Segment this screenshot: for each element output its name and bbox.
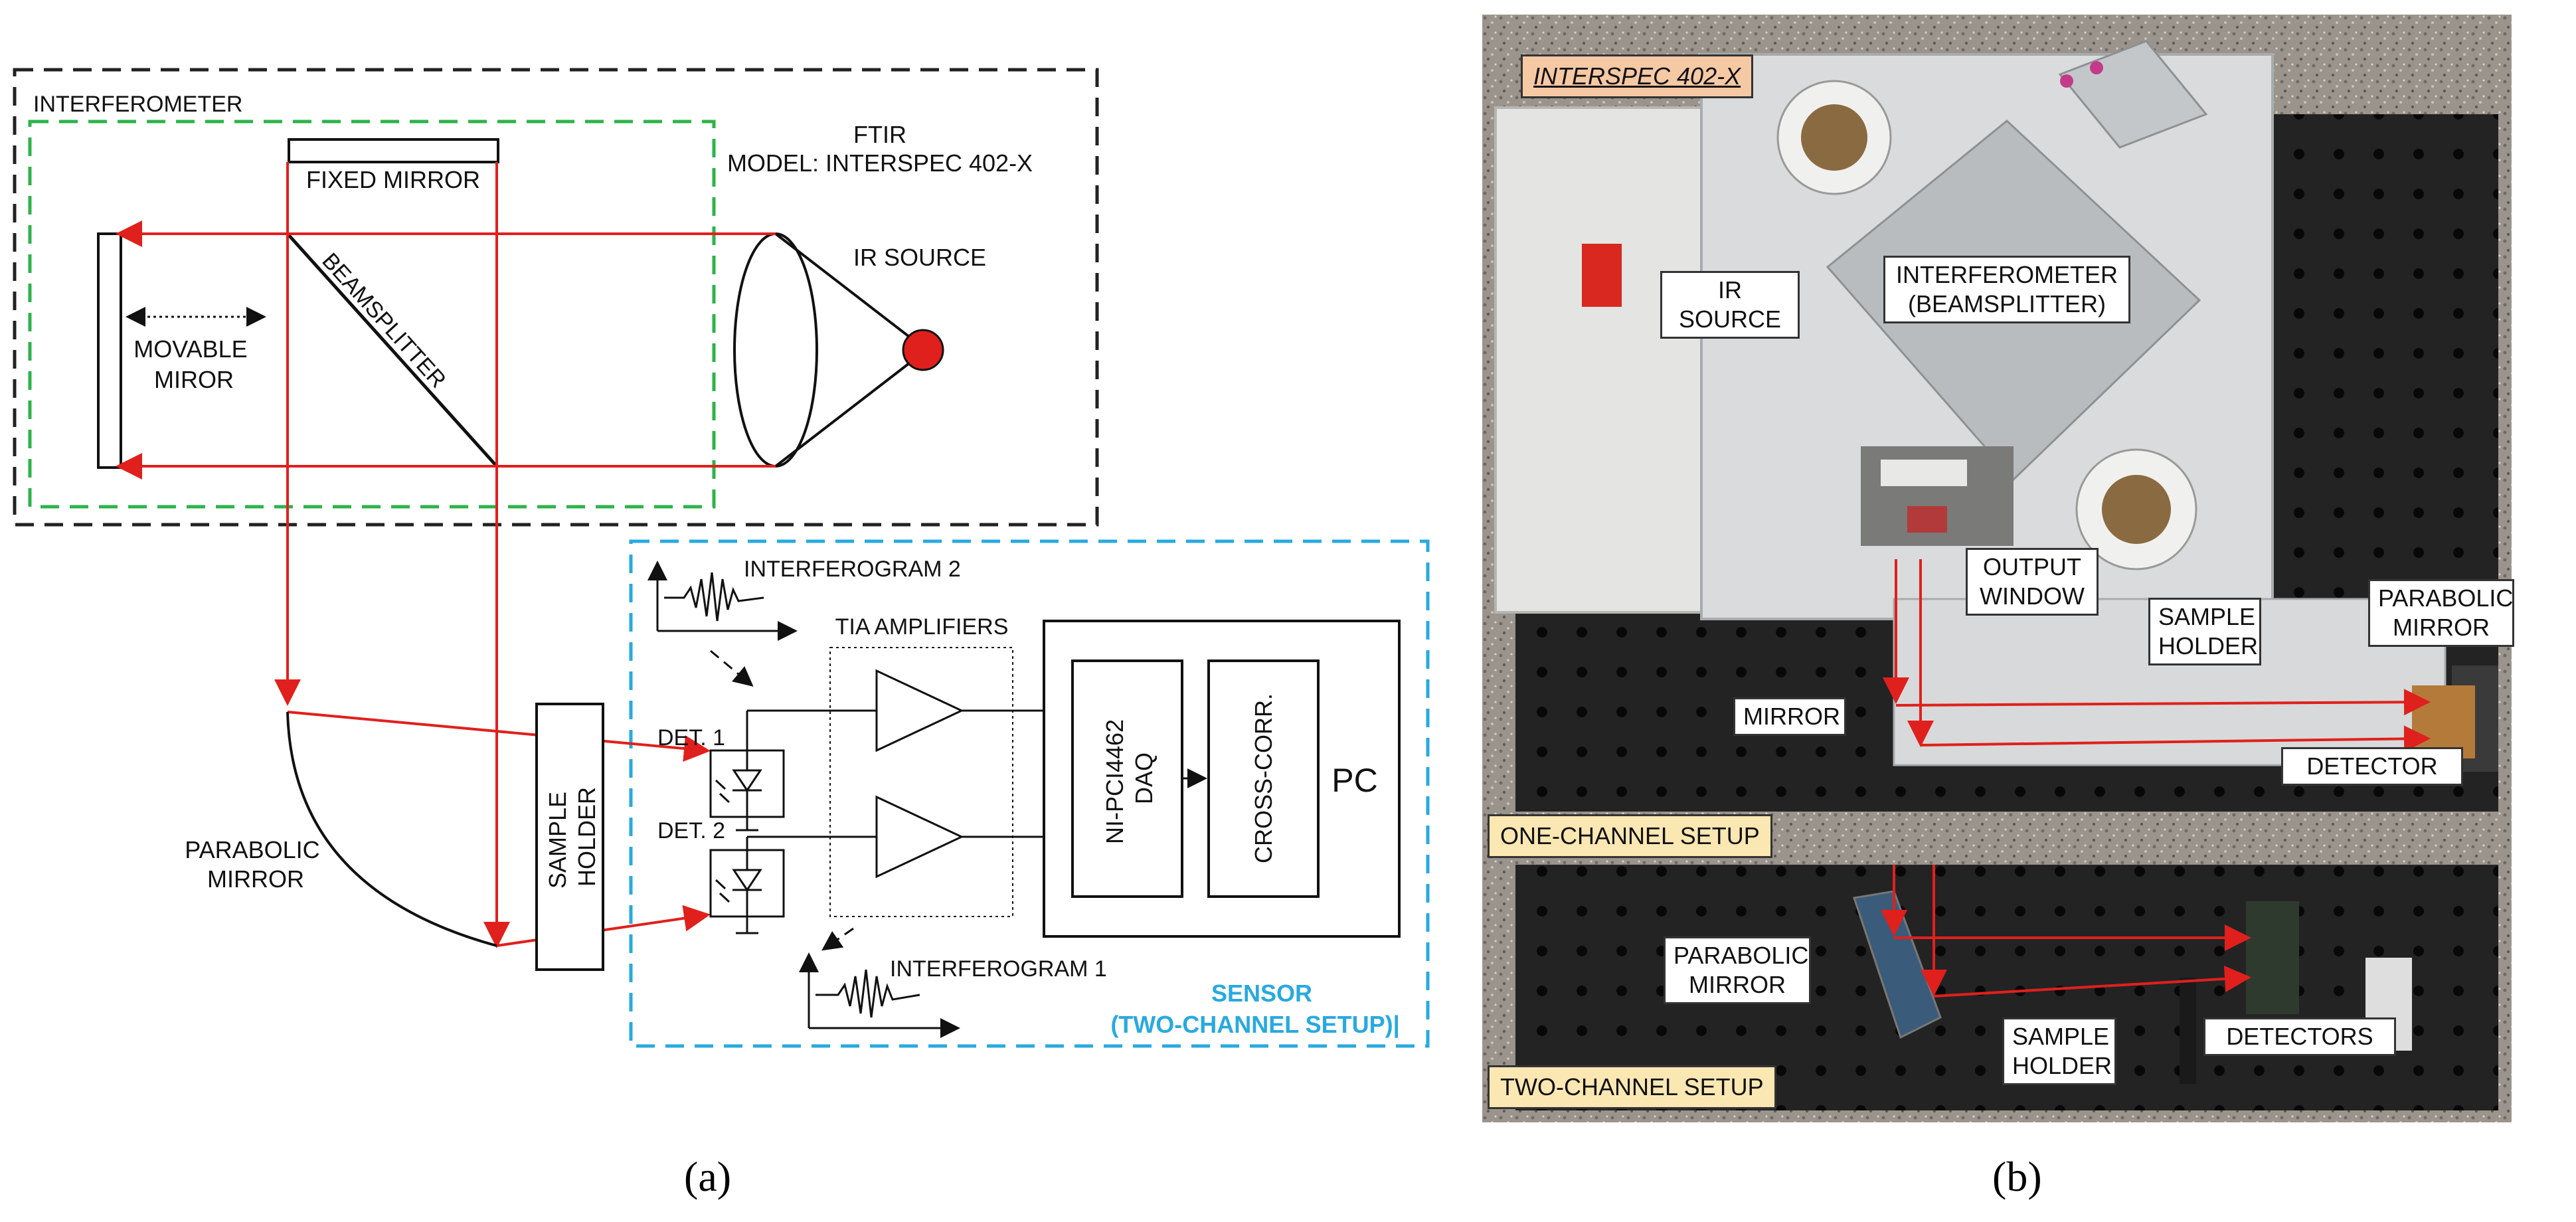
interferometer-photo-label: INTERFEROMETER(BEAMSPLITTER) (1883, 256, 2130, 323)
fixed-mirror-label: FIXED MIRROR (306, 166, 480, 193)
interferometer-label: INTERFEROMETER (33, 92, 242, 117)
two-channel-beam (1881, 865, 2251, 998)
interferogram-1-label: INTERFEROGRAM 1 (890, 956, 1107, 982)
one-channel-tag: ONE-CHANNEL SETUP (1488, 814, 1772, 858)
cross-corr-box (1207, 659, 1320, 898)
ftir-model: MODEL: INTERSPEC 402-X (727, 149, 1033, 177)
interferogram-1-plot (799, 927, 960, 1038)
daq-box (1071, 659, 1183, 898)
ir-source-lamp (902, 329, 944, 371)
movable-mirror-label: MOVABLE MIROR (133, 335, 254, 393)
detector-1 (709, 709, 817, 831)
detector-2 (709, 835, 817, 934)
tia-amplifiers-label: TIA AMPLIFIERS (835, 614, 1009, 640)
mirror-label: MIRROR (1733, 697, 1846, 736)
caption-a: (a) (684, 1153, 732, 1200)
panel-a-schematic: INTERFEROMETER FTIR MODEL: INTERSPEC 402… (13, 68, 1430, 1048)
sensor-box (629, 539, 1430, 1048)
two-channel-label: (TWO-CHANNEL SETUP)| (1110, 1011, 1399, 1039)
ir-source-label: IR SOURCE (853, 244, 986, 271)
amplifiers (817, 669, 1074, 879)
ftir-title: FTIR (853, 121, 906, 148)
interferogram-2-label: INTERFEROGRAM 2 (744, 557, 961, 582)
ftir-box (13, 68, 1099, 527)
caption-b: (b) (1992, 1153, 2042, 1200)
det-2-label: DET. 2 (657, 818, 725, 843)
movable-mirror (97, 232, 122, 469)
interferogram-2-plot (647, 561, 798, 687)
sample-holder-label: SAMPLE HOLDER (544, 785, 600, 889)
tia-amplifiers-box (829, 647, 1013, 917)
interferometer-box (28, 120, 716, 509)
sample-holder (535, 703, 604, 971)
det-1-label: DET. 1 (657, 725, 725, 750)
bottom-parabolic-mirror (1853, 890, 1942, 1039)
daq-label: NI-PCI4462 DAQ (1101, 713, 1158, 844)
pc-label: PC (1331, 762, 1377, 799)
sensor-label: SENSOR (1211, 980, 1312, 1007)
parabolic-mirror-label: PARABOLIC MIRROR (185, 836, 326, 893)
beamsplitter (286, 232, 498, 468)
cross-corr-label: CROSS-CORR. (1250, 693, 1277, 863)
fixed-mirror (288, 138, 499, 163)
interspec-tag: INTERSPEC 402-X (1521, 54, 1754, 98)
ir-source-reflector (733, 232, 818, 468)
parabolic-mirror (286, 711, 497, 947)
detectors-label: DETECTORS (2203, 1017, 2396, 1056)
one-channel-beam (1883, 559, 2431, 752)
beamsplitter-label: BEAMSPLITTER (317, 248, 450, 393)
instrument-housing (1494, 106, 1716, 614)
detector-label: DETECTOR (2281, 747, 2463, 786)
two-channel-tag: TWO-CHANNEL SETUP (1488, 1065, 1776, 1109)
